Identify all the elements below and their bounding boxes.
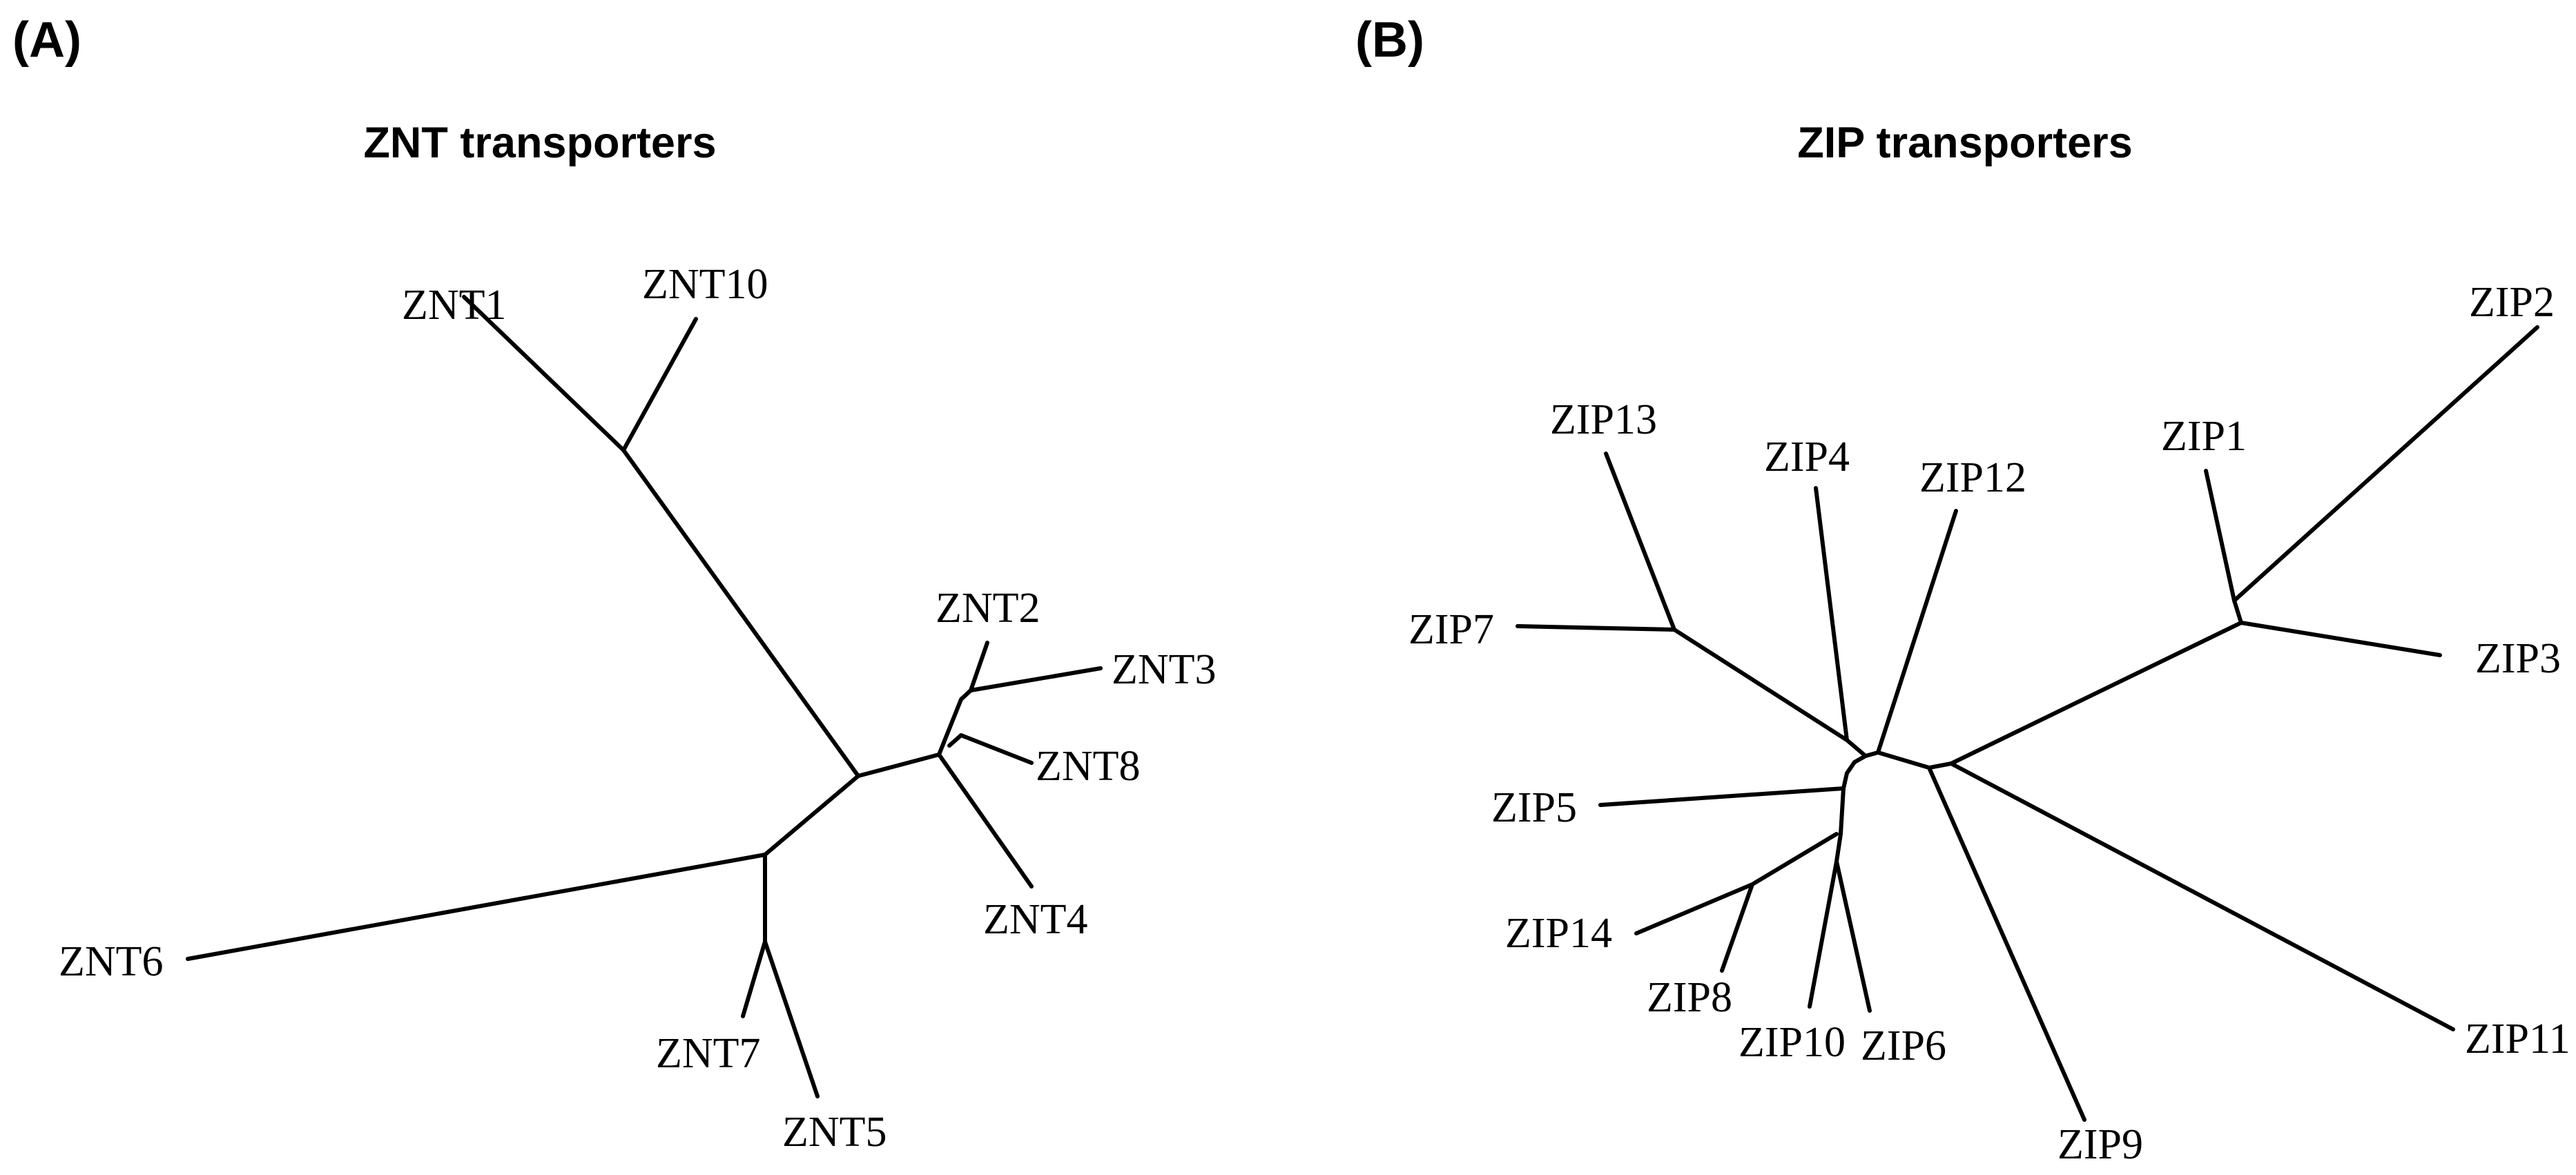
branch-znt3 — [969, 666, 1103, 692]
branch-zip10 — [1808, 860, 1839, 1009]
branch-znt2-znt3-stem — [937, 688, 973, 757]
branch-znt5 — [763, 940, 820, 1098]
leaf-label-zip8: ZIP8 — [1647, 974, 1732, 1021]
leaf-label-zip10: ZIP10 — [1739, 1019, 1846, 1066]
branch-zip4-zip7-stem — [1845, 738, 1868, 758]
leaf-label-znt8: ZNT8 — [1036, 743, 1141, 790]
leaf-label-zip6: ZIP6 — [1861, 1022, 1946, 1069]
branch-zip7-zip13-stem — [1672, 628, 1849, 742]
branch-zip14 — [1634, 882, 1754, 935]
branch-center-ring — [1841, 754, 1868, 790]
branch-zip7 — [1515, 624, 1676, 632]
branch-znt1-znt10-stem — [621, 448, 860, 778]
branch-zip12 — [1876, 509, 1958, 755]
branch-zip2 — [2232, 325, 2539, 603]
branch-zip14-zip8-stem — [1750, 832, 1839, 886]
leaf-label-zip14: ZIP14 — [1505, 910, 1612, 957]
leaf-label-znt5: ZNT5 — [782, 1109, 887, 1156]
branch-zip11 — [1949, 761, 2455, 1031]
znt-leaf-labels: ZNT1 ZNT10 ZNT2 ZNT3 ZNT8 ZNT4 ZNT6 ZNT7… — [59, 261, 1217, 1156]
leaf-label-znt6: ZNT6 — [59, 938, 164, 985]
branch-zip1-zip2-stem — [2232, 599, 2243, 625]
leaf-label-znt10: ZNT10 — [642, 261, 768, 308]
branch-center-to-znt6 — [763, 774, 860, 857]
leaf-label-zip2: ZIP2 — [2469, 279, 2555, 326]
panel-b-letter: (B) — [1355, 12, 1424, 68]
leaf-label-zip7: ZIP7 — [1408, 606, 1494, 653]
panel-a-letter: (A) — [12, 12, 81, 68]
branch-zip13 — [1604, 451, 1676, 632]
branch-znt8 — [959, 733, 1034, 765]
branch-zip4 — [1814, 486, 1849, 742]
branch-zip8 — [1720, 882, 1754, 973]
leaf-label-zip5: ZIP5 — [1491, 784, 1577, 831]
znt-tree — [186, 295, 1103, 1098]
branch-znt6 — [186, 853, 767, 961]
zip-leaf-labels: ZIP2 ZIP1 ZIP3 ZIP13 ZIP4 ZIP12 ZIP7 ZIP… — [1408, 279, 2570, 1168]
panel-a: (A) ZNT transporters ZNT1 ZNT10 ZNT2 ZNT… — [12, 12, 1217, 1156]
branch-zip6 — [1834, 860, 1872, 1013]
branch-znt10 — [621, 317, 698, 452]
branch-center-right — [1863, 750, 1953, 770]
branch-znt4 — [937, 752, 1034, 888]
branch-zip123-stem — [1949, 621, 2243, 766]
branch-znt2 — [969, 641, 989, 692]
leaf-label-zip1: ZIP1 — [2161, 413, 2247, 460]
leaf-label-znt1: ZNT1 — [402, 282, 507, 329]
leaf-label-zip13: ZIP13 — [1550, 396, 1657, 443]
leaf-label-zip12: ZIP12 — [1919, 454, 2026, 501]
leaf-label-zip11: ZIP11 — [2465, 1016, 2570, 1062]
leaf-label-zip4: ZIP4 — [1764, 434, 1850, 480]
branch-center-to-znt2-group — [856, 752, 941, 778]
branch-zip1 — [2204, 469, 2236, 603]
leaf-label-znt2: ZNT2 — [936, 585, 1040, 632]
leaf-label-zip3: ZIP3 — [2475, 635, 2561, 682]
panel-a-title: ZNT transporters — [363, 119, 716, 167]
branch-znt1 — [462, 295, 626, 452]
panel-b-title: ZIP transporters — [1797, 119, 2132, 167]
branch-zip9 — [1927, 766, 2086, 1122]
zip-tree — [1515, 325, 2539, 1122]
leaf-label-zip9: ZIP9 — [2057, 1121, 2143, 1168]
branch-zip3 — [2239, 621, 2442, 657]
branch-znt8-stem — [947, 733, 963, 748]
leaf-label-znt3: ZNT3 — [1112, 646, 1217, 693]
branch-znt7 — [741, 940, 767, 1018]
leaf-label-znt7: ZNT7 — [656, 1030, 761, 1077]
leaf-label-znt4: ZNT4 — [983, 896, 1088, 943]
panel-b: (B) ZIP transporters — [1355, 12, 2570, 1168]
branch-zip5 — [1598, 786, 1846, 807]
branch-lower-stem — [1834, 786, 1846, 864]
